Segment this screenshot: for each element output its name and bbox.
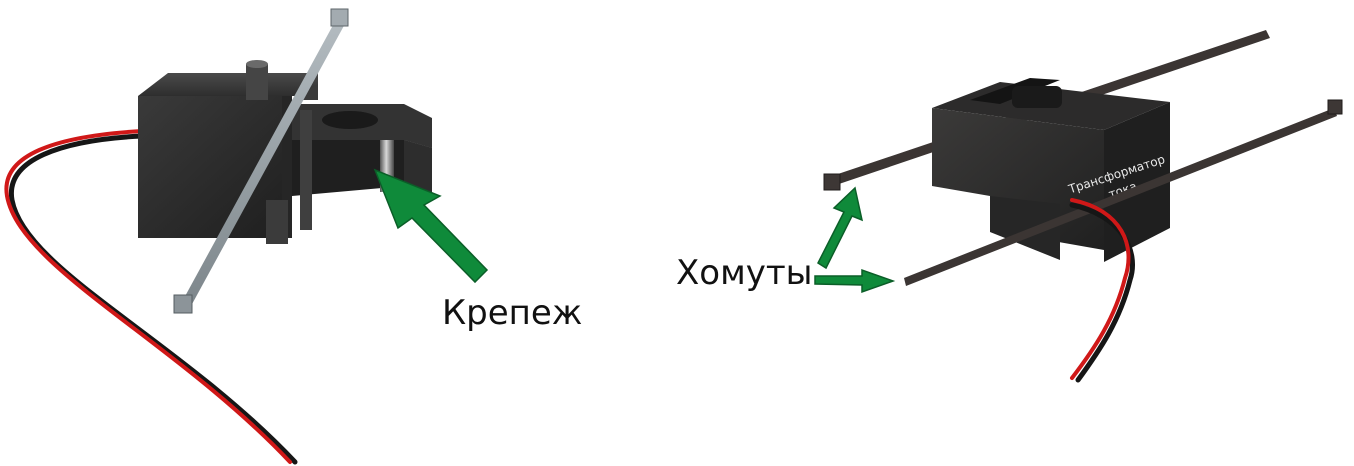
right-arrow-lower	[814, 268, 896, 294]
right-label-clamps: Хомуты	[676, 253, 813, 293]
left-current-transformer	[4, 8, 432, 465]
right-black-wire	[1069, 202, 1135, 383]
right-cable-tie-lower	[904, 99, 1343, 286]
right-red-wire	[1070, 198, 1131, 380]
left-arrow	[373, 168, 489, 284]
left-label-fastener: Крепеж	[442, 293, 582, 333]
left-black-wire	[8, 133, 298, 465]
right-arrow-upper	[817, 186, 864, 270]
right-current-transformer: Трансформатор тока	[823, 30, 1343, 383]
left-red-wire	[4, 129, 292, 464]
left-cable-tie	[173, 8, 349, 314]
